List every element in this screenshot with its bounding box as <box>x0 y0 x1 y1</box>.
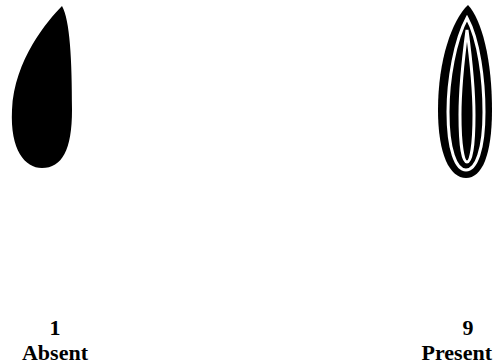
score-label: Present <box>422 341 492 364</box>
score-number: 9 <box>463 316 474 340</box>
score-label: Absent <box>22 341 88 364</box>
striped-seed <box>438 5 492 178</box>
score-number: 1 <box>50 316 61 340</box>
seed-stripe <box>448 18 484 170</box>
seed-stripe <box>460 30 474 162</box>
plain-seed <box>12 6 72 168</box>
